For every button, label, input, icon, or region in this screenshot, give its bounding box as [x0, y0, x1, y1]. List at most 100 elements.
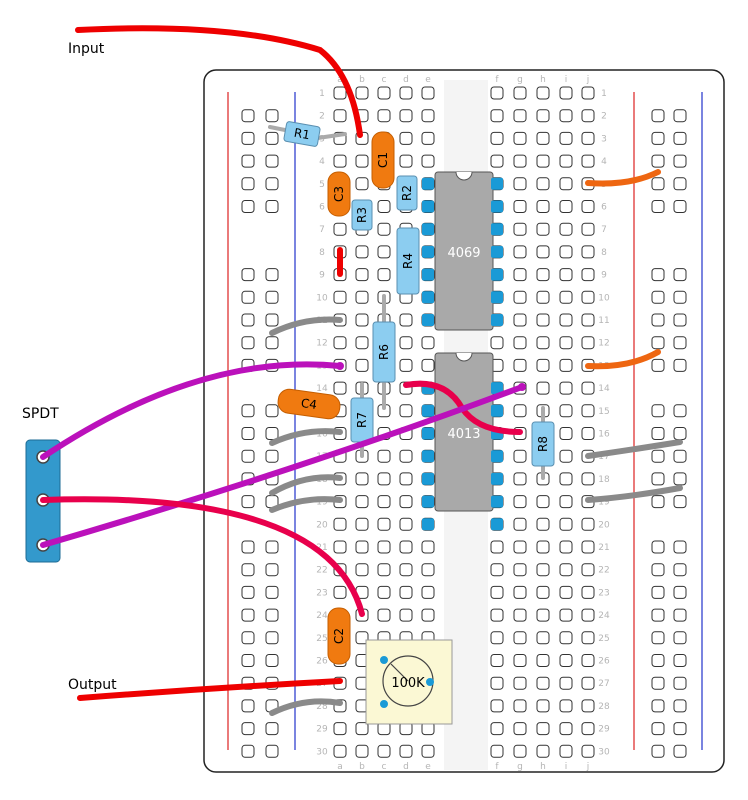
terminal-hole — [490, 676, 504, 690]
terminal-hole — [490, 563, 504, 577]
column-letter: j — [586, 762, 590, 772]
terminal-hole — [490, 744, 504, 758]
terminal-hole — [355, 336, 369, 350]
column-letter: b — [359, 75, 365, 85]
terminal-hole — [581, 222, 595, 236]
chip-pin — [491, 450, 503, 463]
row-number: 28 — [598, 702, 610, 712]
potentiometer-label: 100K — [391, 676, 425, 691]
rail-hole — [241, 109, 255, 123]
resistor-r3: R3 — [351, 199, 373, 231]
rail-hole — [241, 404, 255, 418]
terminal-hole — [377, 563, 391, 577]
chip-pin — [491, 495, 503, 508]
chip-pin — [422, 472, 434, 485]
row-number: 22 — [598, 566, 609, 576]
terminal-hole — [513, 154, 527, 168]
terminal-hole — [490, 722, 504, 736]
rail-hole — [673, 699, 687, 713]
capacitor-c4-label: C4 — [300, 396, 318, 412]
row-number: 2 — [319, 112, 325, 122]
rail-hole — [651, 722, 665, 736]
terminal-hole — [490, 585, 504, 599]
rail-hole — [651, 404, 665, 418]
rail-hole — [265, 654, 279, 667]
resistor-r3-label: R3 — [355, 207, 369, 223]
row-number: 12 — [316, 339, 327, 349]
terminal-hole — [536, 154, 550, 168]
pink-wire-common — [40, 496, 365, 617]
terminal-hole — [490, 631, 504, 645]
rail-hole — [673, 449, 687, 463]
gray-jumper-wires — [269, 316, 683, 716]
row-number: 30 — [316, 747, 328, 757]
terminal-hole — [355, 495, 369, 509]
column-letter: h — [540, 762, 546, 772]
terminal-hole — [355, 540, 369, 554]
terminal-hole — [513, 676, 527, 690]
chip-pin — [422, 245, 434, 258]
terminal-hole — [559, 427, 573, 440]
rail-hole — [673, 290, 687, 304]
row-number: 16 — [598, 430, 610, 440]
terminal-hole — [536, 631, 550, 645]
column-letter: i — [565, 75, 568, 85]
row-number: 26 — [598, 657, 610, 667]
column-letter: a — [337, 762, 343, 772]
row-number: 17 — [598, 452, 609, 462]
terminal-hole — [377, 744, 391, 758]
rail-hole — [241, 585, 255, 599]
row-number: 23 — [316, 588, 327, 598]
terminal-hole — [377, 268, 391, 282]
row-number: 29 — [316, 725, 328, 735]
row-number: 14 — [316, 384, 328, 394]
resistor-r8-label: R8 — [536, 436, 550, 452]
terminal-hole — [377, 495, 391, 509]
rail-hole — [673, 495, 687, 509]
terminal-hole — [581, 744, 595, 758]
resistor-r4: R4 — [396, 227, 420, 295]
rail-hole — [673, 177, 687, 191]
terminal-hole — [513, 131, 527, 145]
row-number: 1 — [601, 89, 607, 99]
chip-pin — [422, 200, 434, 213]
chip-pin — [491, 245, 503, 258]
chip-pin — [491, 382, 503, 395]
terminal-hole — [355, 744, 369, 758]
chip-pins — [422, 177, 503, 531]
terminal-hole — [490, 86, 504, 100]
resistor-r7: R7 — [350, 382, 374, 458]
terminal-hole — [559, 654, 573, 667]
row-number: 21 — [598, 543, 609, 553]
row-number: 24 — [598, 611, 610, 621]
terminal-hole — [333, 222, 347, 236]
column-letter: g — [517, 762, 523, 772]
terminal-hole — [513, 744, 527, 758]
rail-hole — [673, 313, 687, 327]
terminal-hole — [581, 290, 595, 304]
pot-pin — [426, 678, 434, 686]
rail-hole — [241, 131, 255, 145]
resistor-r8: R8 — [531, 406, 555, 480]
gray-wire — [269, 316, 343, 336]
row-number: 8 — [601, 248, 607, 258]
terminal-hole — [559, 131, 573, 145]
terminal-hole — [581, 336, 595, 350]
terminal-hole — [536, 517, 550, 531]
terminal-hole — [399, 608, 413, 622]
rail-hole — [651, 427, 665, 440]
terminal-hole — [355, 245, 369, 259]
terminal-hole — [513, 404, 527, 418]
rail-hole — [265, 109, 279, 123]
row-number: 20 — [598, 520, 610, 530]
terminal-hole — [559, 109, 573, 123]
terminal-hole — [536, 109, 550, 123]
terminal-hole — [421, 608, 435, 622]
terminal-hole — [333, 585, 347, 599]
chip-pin — [422, 404, 434, 417]
rail-hole — [241, 427, 255, 440]
terminal-hole — [581, 154, 595, 168]
column-letter: c — [382, 762, 387, 772]
